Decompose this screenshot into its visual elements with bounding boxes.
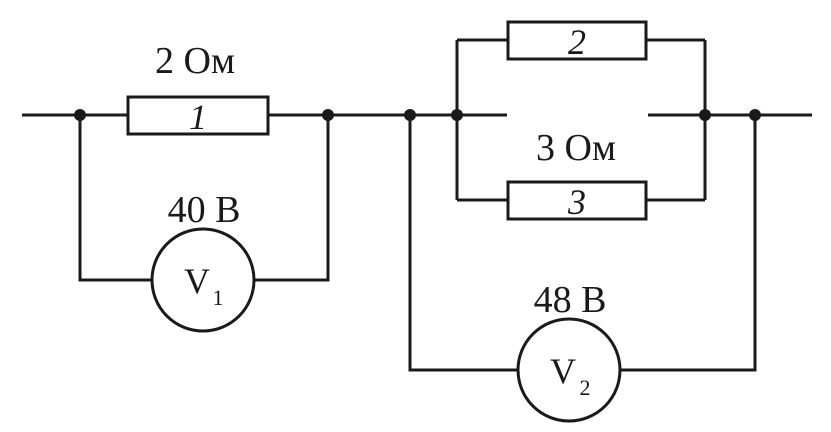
resistor-1-value-label: 2 Ом <box>155 40 235 82</box>
junction-node <box>74 109 86 121</box>
voltmeter-1-letter: V <box>184 261 210 301</box>
resistor-3-number: 3 <box>567 182 586 222</box>
junction-nodes <box>74 109 761 121</box>
junction-node <box>749 109 761 121</box>
voltmeter-1: V 1 <box>150 227 256 333</box>
parallel-branch-wires <box>455 38 707 202</box>
junction-node <box>404 109 416 121</box>
resistor-3: 3 <box>506 180 648 222</box>
resistor-2: 2 <box>506 20 648 62</box>
voltmeter-1-wires <box>78 115 330 282</box>
junction-node <box>322 109 334 121</box>
voltmeter-2-letter: V <box>550 351 576 391</box>
voltmeter-1-subscript: 1 <box>213 285 224 310</box>
voltmeter-2: V 2 <box>516 317 622 423</box>
resistor-1: 1 <box>126 95 270 137</box>
resistor-3-value-label: 3 Ом <box>536 127 616 169</box>
junction-node <box>699 109 711 121</box>
voltmeter-2-reading: 48 В <box>534 279 607 321</box>
junction-node <box>451 109 463 121</box>
voltmeter-1-reading: 40 В <box>168 189 241 231</box>
resistor-1-number: 1 <box>189 97 207 137</box>
resistor-2-number: 2 <box>568 22 586 62</box>
voltmeter-2-subscript: 2 <box>580 375 591 400</box>
voltmeter-2-wires <box>408 115 757 372</box>
